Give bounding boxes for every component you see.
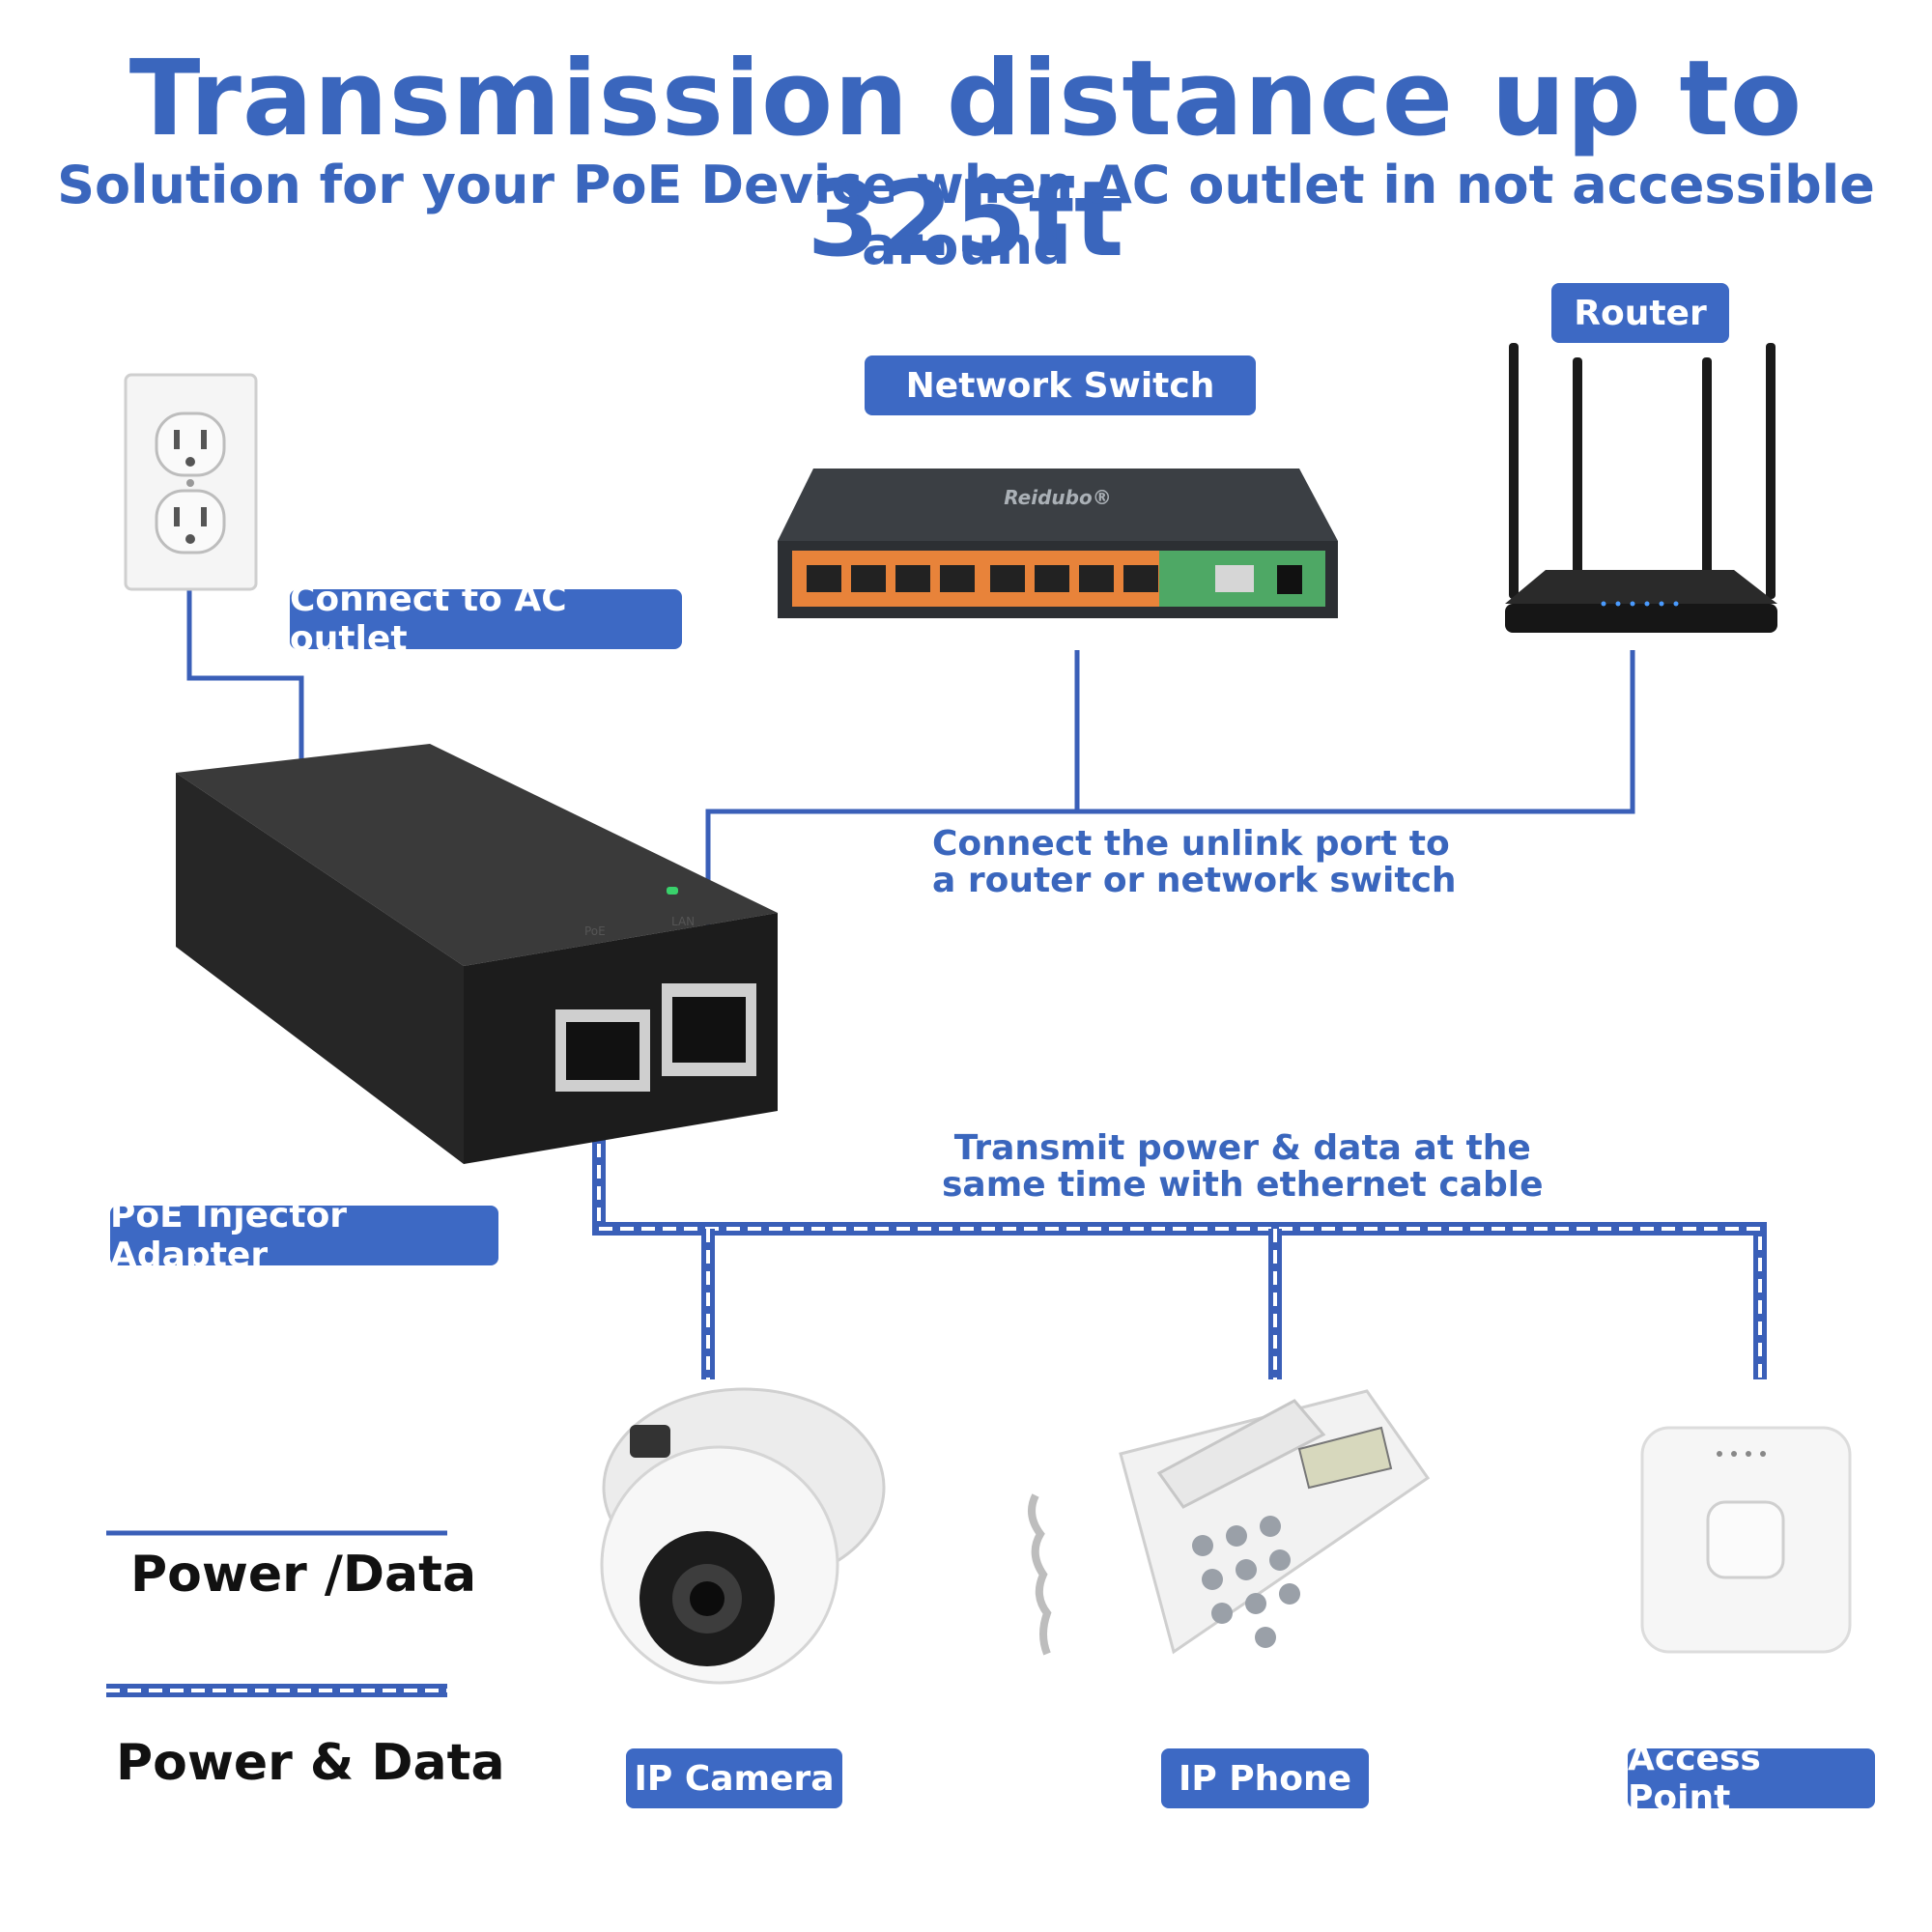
poe-port-label: PoE xyxy=(584,924,606,938)
transmit-note-line2: same time with ethernet cable xyxy=(942,1165,1544,1205)
network-switch-icon: Reidubo® xyxy=(778,469,1338,618)
router-icon xyxy=(1505,343,1777,633)
poe-injector-icon: PoE LAN xyxy=(176,744,778,1164)
lan-port-label: LAN xyxy=(671,915,695,928)
ip-camera-label: IP Camera xyxy=(626,1748,842,1808)
ip-phone-label: IP Phone xyxy=(1161,1748,1369,1808)
uplink-note-line1: Connect the unlink port to xyxy=(932,824,1450,864)
transmit-note-line1: Transmit power & data at the xyxy=(953,1128,1531,1168)
ip-camera-icon xyxy=(600,1387,886,1685)
access-point-label: Access Point xyxy=(1628,1739,1875,1818)
outlet-cable xyxy=(186,541,304,763)
legend-dashed-label: Power & Data xyxy=(116,1734,505,1792)
page-title: Transmission distance up to 325ft xyxy=(128,39,1804,280)
ac-outlet-icon xyxy=(124,373,258,591)
access-point-icon xyxy=(1640,1426,1852,1654)
transmit-note: Transmit power & data at the same time w… xyxy=(942,1130,1544,1204)
legend-solid-label: Power /Data xyxy=(130,1546,477,1604)
network-switch-label: Network Switch xyxy=(865,355,1256,415)
uplink-note: Connect the unlink port to a router or n… xyxy=(932,826,1457,899)
page-subtitle: Solution for your PoE Device when AC out… xyxy=(57,155,1875,276)
ip-phone-icon xyxy=(1028,1389,1431,1656)
uplink-note-line2: a router or network switch xyxy=(932,861,1457,900)
switch-brand-text: Reidubo® xyxy=(1004,486,1111,509)
poe-bus xyxy=(592,1080,1767,1379)
poe-injector-label: PoE Injector Adapter xyxy=(110,1196,498,1275)
router-label: Router xyxy=(1551,283,1729,343)
ac-outlet-label: Connect to AC outlet xyxy=(290,580,682,659)
